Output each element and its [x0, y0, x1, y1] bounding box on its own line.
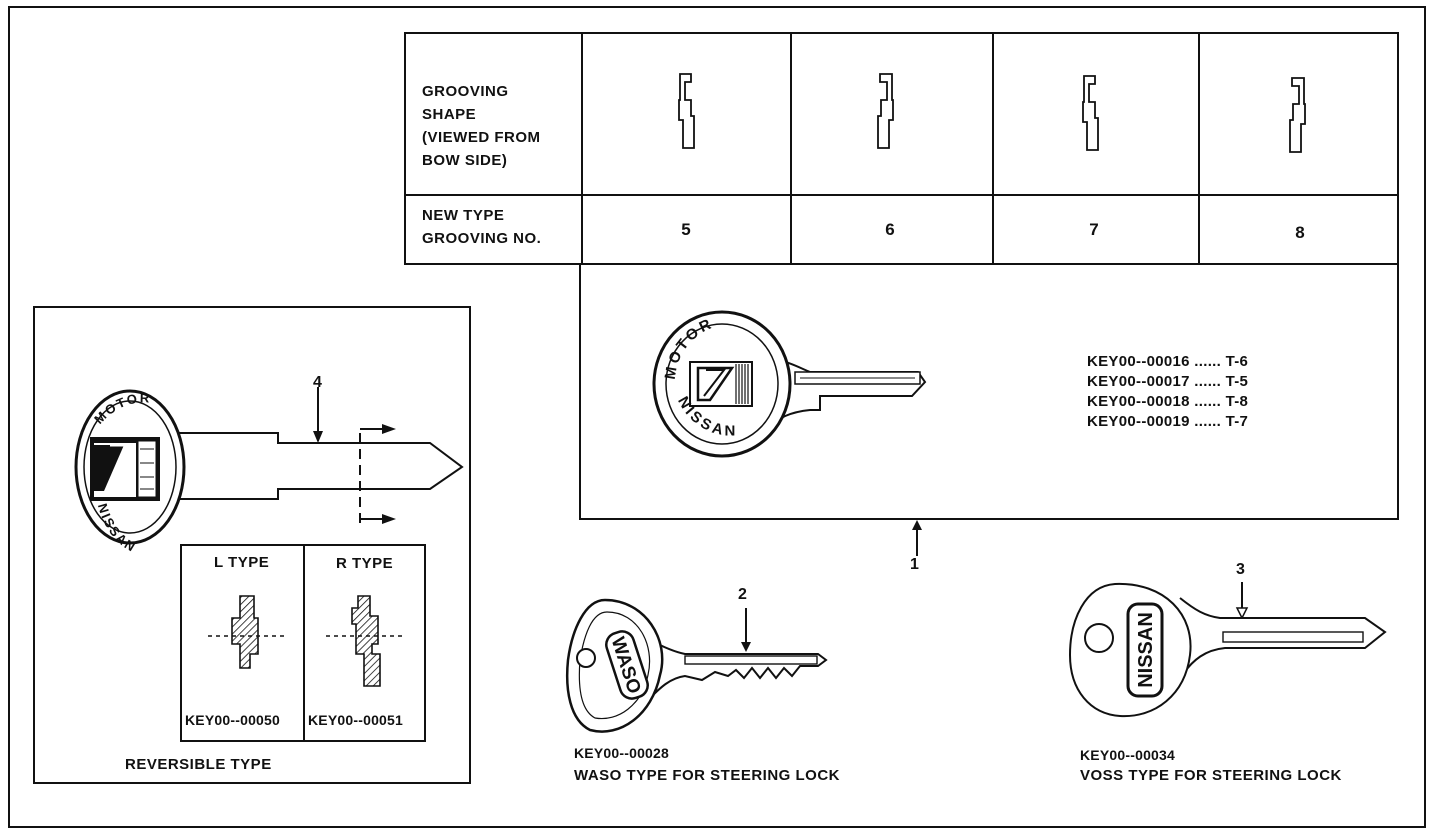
key-1-drawing: MOTOR NISSAN	[652, 310, 927, 458]
grooving-number-header: NEW TYPE GROOVING NO.	[422, 207, 542, 247]
type-divider	[303, 546, 305, 740]
key-code-list: KEY00--00016 ...... T-6 KEY00--00017 ...…	[1087, 352, 1248, 432]
key-code-item: KEY00--00018 ...... T-8	[1087, 393, 1249, 410]
key-code-item: KEY00--00019 ...... T-7	[1087, 413, 1249, 430]
callout-1-pointer	[912, 520, 922, 556]
grooving-table: GROOVING SHAPE (VIEWED FROM BOW SIDE) NE…	[404, 32, 1399, 265]
l-type-section	[208, 595, 284, 669]
reversible-key-panel	[33, 306, 471, 784]
groove-shape-5	[678, 73, 695, 149]
key-3-part-number: KEY00--00034	[1080, 747, 1176, 763]
key-3-brand: NISSAN	[1135, 612, 1157, 688]
r-type-part-number: KEY00--00051	[308, 712, 404, 728]
l-type-part-number: KEY00--00050	[185, 712, 281, 728]
grooving-no-8: 8	[1295, 223, 1305, 242]
key-4-drawing: MOTOR NISSAN	[74, 387, 464, 555]
key-3-caption: VOSS TYPE FOR STEERING LOCK	[1080, 767, 1342, 784]
key-code-item: KEY00--00017 ...... T-5	[1087, 373, 1249, 390]
callout-3: 3	[1236, 561, 1245, 578]
groove-shape-7	[1082, 75, 1099, 151]
callout-2: 2	[738, 586, 747, 603]
grooving-shape-header: GROOVING SHAPE (VIEWED FROM BOW SIDE)	[422, 83, 541, 169]
key-2-part-number: KEY00--00028	[574, 745, 670, 761]
table-divider	[790, 34, 792, 263]
table-row-divider	[406, 194, 1397, 196]
table-divider	[992, 34, 994, 263]
table-divider	[1198, 34, 1200, 263]
reversible-type-table: L TYPE R TYPE KEY00--00050 KEY00--00051	[180, 544, 426, 742]
grooving-no-6: 6	[885, 220, 895, 239]
key-3-drawing: NISSAN	[1068, 582, 1387, 718]
r-type-label: R TYPE	[336, 555, 394, 572]
r-type-section	[326, 595, 406, 687]
key-2-drawing: WASO	[565, 598, 828, 733]
callout-1: 1	[910, 556, 919, 573]
callout-4: 4	[313, 374, 322, 391]
key-1-panel	[579, 265, 1399, 520]
groove-shape-8	[1289, 77, 1306, 153]
table-divider	[581, 34, 583, 263]
key-2-caption: WASO TYPE FOR STEERING LOCK	[574, 767, 841, 784]
groove-shape-6	[877, 73, 894, 149]
page-frame	[8, 6, 1426, 828]
grooving-no-7: 7	[1089, 220, 1099, 239]
l-type-label: L TYPE	[214, 554, 270, 571]
grooving-no-5: 5	[681, 220, 691, 239]
key-code-item: KEY00--00016 ...... T-6	[1087, 353, 1249, 370]
reversible-type-caption: REVERSIBLE TYPE	[125, 756, 272, 773]
